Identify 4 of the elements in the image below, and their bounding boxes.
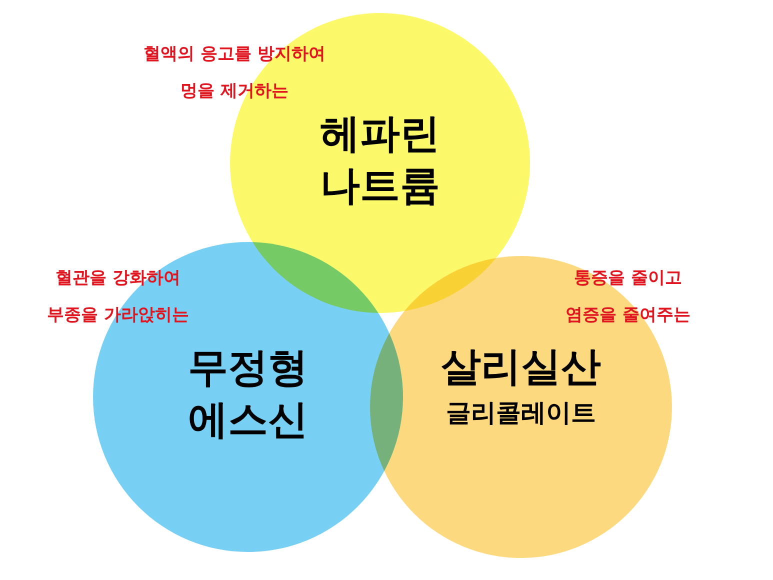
circle-label: 글리콜레이트: [446, 397, 596, 429]
circle-label: 무정형 에스신: [187, 344, 309, 445]
circle-label: 살리실산: [440, 343, 602, 392]
circle-label: 헤파린 나트륨: [319, 110, 441, 211]
